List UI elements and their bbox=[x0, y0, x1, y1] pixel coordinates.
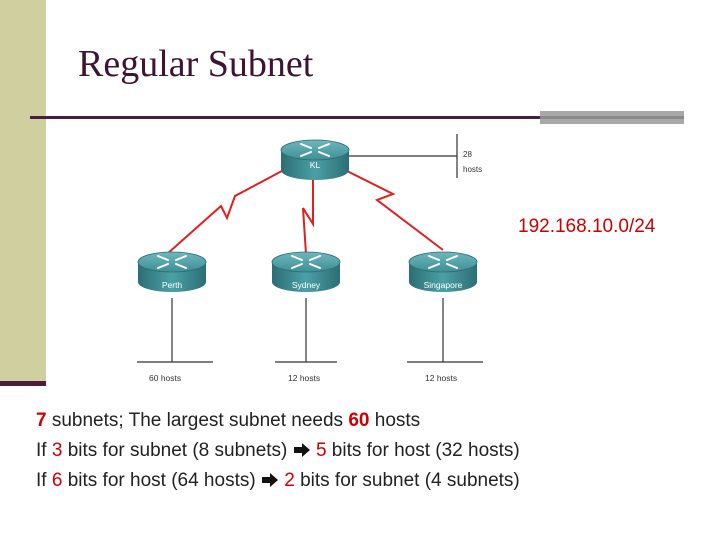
note-line-1: 7 subnets; The largest subnet needs 60 h… bbox=[36, 406, 520, 436]
note-text: subnets; The largest subnet needs bbox=[46, 410, 349, 431]
note-text: bits for subnet (4 subnets) bbox=[294, 470, 520, 491]
note-text: hosts bbox=[369, 410, 421, 431]
router-icon-perth: Perth bbox=[137, 251, 207, 292]
router-icon-sydney: Sydney bbox=[271, 251, 341, 292]
host-bits: 6 bbox=[51, 470, 63, 491]
router-icon-kl: KL bbox=[280, 139, 350, 180]
subnet-notes: 7 subnets; The largest subnet needs 60 h… bbox=[36, 406, 520, 496]
router-label-sydney: Sydney bbox=[292, 280, 321, 290]
side-decoration-bar bbox=[0, 0, 46, 385]
largest-subnet-hosts: 60 bbox=[348, 410, 370, 431]
subnet-count: 7 bbox=[36, 410, 47, 431]
perth-host-count: 60 hosts bbox=[149, 373, 181, 383]
network-topology-diagram: 28 hosts 60 hosts 12 hosts 12 hosts KL bbox=[137, 134, 483, 383]
side-decoration-cap bbox=[0, 381, 46, 386]
subnet-bits: 2 bbox=[284, 470, 295, 491]
right-arrow-icon bbox=[293, 443, 310, 457]
right-arrow-icon bbox=[261, 473, 278, 487]
router-label-kl: KL bbox=[310, 160, 321, 170]
note-text: If bbox=[36, 470, 52, 491]
subnet-bits: 3 bbox=[51, 440, 63, 461]
serial-link-kl-sydney bbox=[302, 176, 314, 255]
network-address: 192.168.10.0/24 bbox=[518, 216, 656, 237]
title-underline bbox=[30, 116, 540, 119]
router-icon-singapore: Singapore bbox=[408, 251, 478, 292]
router-label-perth: Perth bbox=[162, 280, 183, 290]
router-label-singapore: Singapore bbox=[424, 280, 463, 290]
serial-link-kl-singapore bbox=[332, 163, 444, 251]
note-text: bits for host (64 hosts) bbox=[62, 470, 261, 491]
note-line-3: If 6 bits for host (64 hosts) 2 bits for… bbox=[36, 466, 520, 496]
kl-host-unit: hosts bbox=[463, 165, 482, 174]
perth-lan-segment bbox=[137, 298, 213, 363]
note-text: bits for subnet (8 subnets) bbox=[62, 440, 293, 461]
host-bits: 5 bbox=[315, 440, 327, 461]
singapore-host-count: 12 hosts bbox=[425, 373, 457, 383]
note-text: If bbox=[36, 440, 52, 461]
sydney-host-count: 12 hosts bbox=[288, 373, 320, 383]
sydney-lan-segment bbox=[275, 298, 337, 363]
serial-link-kl-perth bbox=[166, 163, 296, 255]
title-underline-accent-line bbox=[540, 116, 684, 119]
kl-host-count: 28 bbox=[463, 150, 472, 159]
kl-lan-segment bbox=[347, 134, 458, 178]
slide-title: Regular Subnet bbox=[78, 43, 314, 85]
singapore-lan-segment bbox=[407, 298, 483, 363]
note-line-2: If 3 bits for subnet (8 subnets) 5 bits … bbox=[36, 436, 520, 466]
note-text: bits for host (32 hosts) bbox=[326, 440, 520, 461]
